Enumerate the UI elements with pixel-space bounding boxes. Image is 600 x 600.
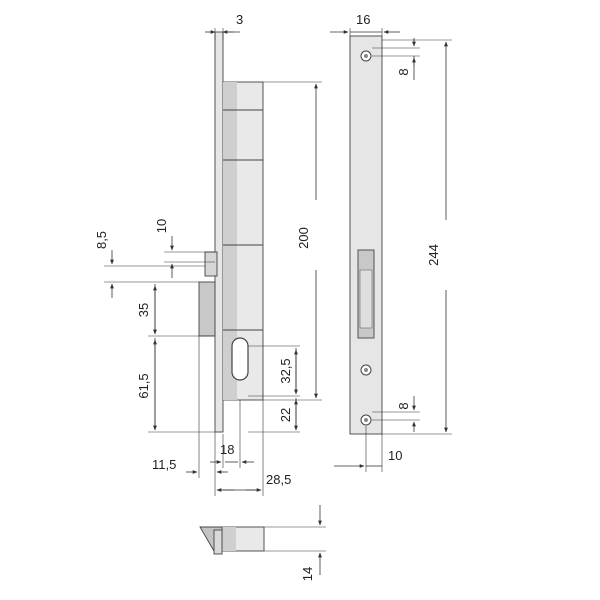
side-body-shade	[223, 82, 237, 400]
dim-faceplate-offset: 11,5	[152, 457, 176, 472]
side-view	[198, 31, 264, 433]
dim-faceplate-width: 16	[356, 12, 370, 27]
dim-hole-spacing-top: 8	[396, 68, 411, 75]
dim-top-plate-thickness: 3	[236, 12, 243, 27]
side-faceplate	[214, 31, 224, 433]
side-latch-bolt	[198, 281, 216, 337]
side-keyhole	[231, 337, 249, 381]
dim-latch-offset: 8,5	[94, 231, 109, 249]
dim-hole-spacing-bottom: 8	[396, 402, 411, 409]
dim-body-height: 200	[296, 227, 311, 249]
dim-latch-height: 35	[136, 303, 151, 317]
dim-keyhole-offset: 22	[278, 408, 293, 422]
front-view	[349, 35, 383, 435]
dim-keyhole-height: 32,5	[278, 358, 293, 383]
dim-bolt-width: 14	[300, 567, 315, 581]
dim-backset-width: 18	[220, 442, 234, 457]
bolt-detail	[199, 526, 265, 555]
side-latch-top	[204, 251, 218, 277]
dim-backset-height: 61,5	[136, 373, 151, 398]
dim-faceplate-length: 244	[426, 244, 441, 266]
dim-total-depth: 28,5	[266, 472, 291, 487]
dim-hole-offset-bottom: 10	[388, 448, 402, 463]
dim-latch-thickness: 10	[154, 219, 169, 233]
